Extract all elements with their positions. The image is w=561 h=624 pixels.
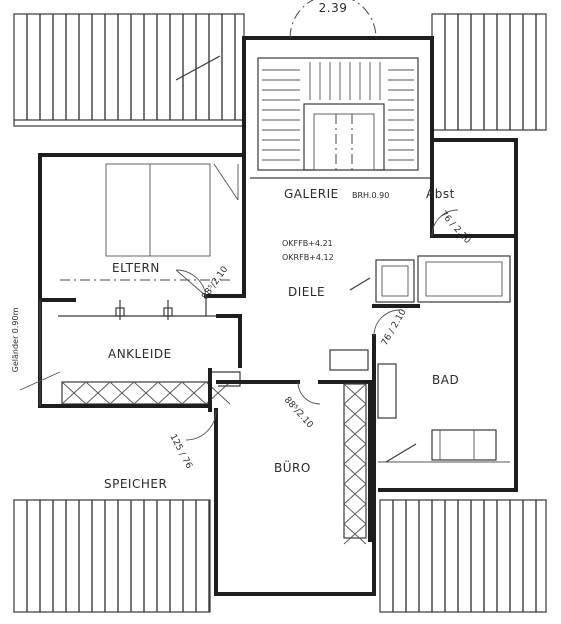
- bedroom-furniture: [105, 163, 239, 257]
- roof-hatch-bottom-right: [379, 499, 547, 613]
- room-label-eltern: ELTERN: [112, 261, 160, 275]
- door-swings: [175, 0, 459, 441]
- roof-window-arrows: [175, 55, 417, 463]
- annotation-okffb: OKFFB+4.21: [282, 239, 333, 248]
- room-label-galerie: GALERIE: [284, 187, 339, 201]
- room-label-diele: DIELE: [288, 285, 325, 299]
- room-label-abst: Abst: [426, 187, 455, 201]
- room-label-buero: BÜRO: [274, 459, 311, 475]
- roof-hatch-bottom-left: [13, 499, 211, 613]
- door-label-abst: 76 / 2.10: [438, 209, 473, 246]
- annotation-okrfb: OKRFB+4.12: [282, 253, 334, 262]
- exterior-walls: [38, 36, 518, 596]
- bathroom-fixtures: [375, 255, 511, 463]
- annotation-gelaender: Geländer 0.90m: [11, 307, 20, 372]
- room-label-bad: BAD: [432, 373, 459, 387]
- annotation-brh: BRH.0.90: [352, 191, 389, 200]
- ceiling-markers: [60, 279, 230, 320]
- interior-walls: [38, 138, 518, 545]
- roof-hatch-top-right: [431, 13, 547, 131]
- room-label-ankleide: ANKLEIDE: [108, 347, 172, 361]
- door-label-bad: 76 / 2.10: [380, 307, 409, 347]
- roof-hatch-top-left: [13, 13, 245, 127]
- top-dimension: 2.39: [319, 1, 348, 15]
- door-label-buero: 88⁵/2.10: [282, 395, 315, 430]
- room-label-speicher: SPEICHER: [104, 477, 167, 491]
- door-label-speicher: 125 / 76: [167, 433, 194, 471]
- stairwell: [257, 57, 419, 171]
